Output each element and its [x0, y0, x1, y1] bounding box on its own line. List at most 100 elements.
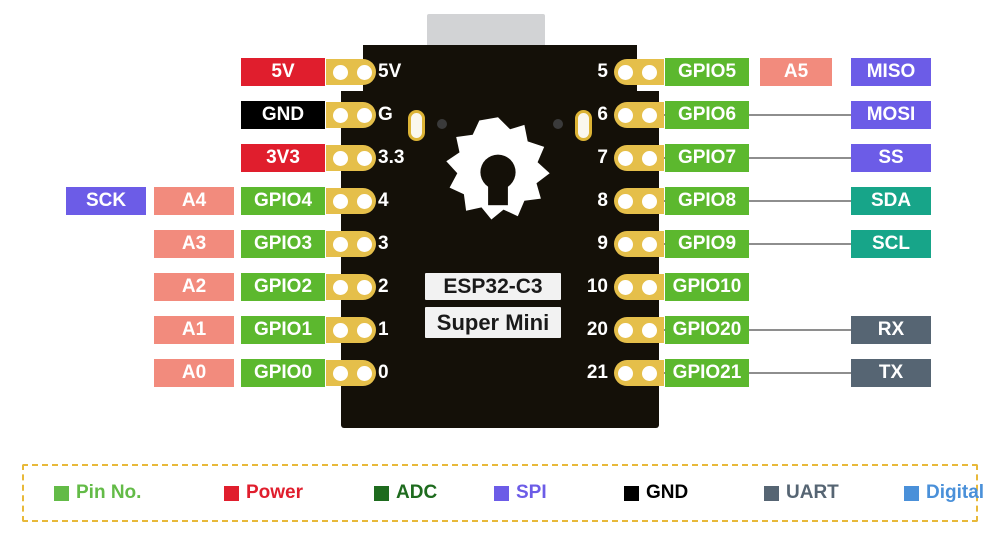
board-name-line2: Super Mini [425, 307, 561, 338]
adc-label-A5[interactable]: A5 [760, 58, 832, 86]
pin-label-GPIO10[interactable]: GPIO10 [665, 273, 749, 301]
pin-label-3V3[interactable]: 3V3 [241, 144, 325, 172]
legend-item-adc: ADC [374, 482, 437, 504]
legend-label: Power [246, 482, 304, 503]
pin-label-GPIO7[interactable]: GPIO7 [665, 144, 749, 172]
legend-swatch-icon [224, 485, 239, 501]
pin-label-GPIO1[interactable]: GPIO1 [241, 316, 325, 344]
pin-number-10: 10 [586, 276, 608, 297]
pin-pad-right-9 [614, 231, 664, 257]
pinout-diagram: ESP32-C3 Super Mini 5V 5V G GND 3.3 3V3 4 GPIO4… [66, 14, 931, 428]
pin-number-9: 9 [597, 233, 608, 254]
alt-label-RX[interactable]: RX [851, 316, 931, 344]
pin-label-GPIO5[interactable]: GPIO5 [665, 58, 749, 86]
legend-label: ADC [396, 482, 438, 503]
pin-label-GPIO9[interactable]: GPIO9 [665, 230, 749, 258]
pin-label-GPIO6[interactable]: GPIO6 [665, 101, 749, 129]
connector-stub-21 [664, 372, 665, 374]
pin-pad-right-20 [614, 317, 664, 343]
connector-line-TX [749, 372, 851, 374]
alt-label-SCL[interactable]: SCL [851, 230, 931, 258]
mounting-hole-right [575, 110, 592, 141]
pin-pad-right-10 [614, 274, 664, 300]
legend-swatch-icon [764, 485, 779, 501]
pin-number-5: 5 [597, 61, 608, 82]
legend-swatch-icon [904, 485, 919, 501]
legend-swatch-icon [494, 485, 509, 501]
pin-number-8: 8 [597, 190, 608, 211]
alt-label-SCK[interactable]: SCK [66, 187, 146, 215]
pin-number-7: 7 [597, 147, 608, 168]
connector-stub-6 [664, 114, 665, 116]
legend-swatch-icon [54, 485, 69, 501]
adc-label-A3[interactable]: A3 [154, 230, 234, 258]
connector-line-SDA [749, 200, 851, 202]
pin-pad-left-0 [326, 360, 376, 386]
adc-label-A1[interactable]: A1 [154, 316, 234, 344]
connector-stub-8 [664, 200, 665, 202]
legend-swatch-icon [624, 485, 639, 501]
pin-number-G: G [378, 104, 393, 125]
pin-pad-left-2 [326, 274, 376, 300]
legend-label: Pin No. [76, 482, 142, 503]
pin-number-20: 20 [586, 319, 608, 340]
legend-item-power: Power [224, 482, 303, 504]
connector-line-MOSI [749, 114, 851, 116]
legend-label: Digital [926, 482, 985, 503]
pin-pad-left-5V [326, 59, 376, 85]
pin-pad-right-6 [614, 102, 664, 128]
adc-label-A0[interactable]: A0 [154, 359, 234, 387]
pin-pad-right-8 [614, 188, 664, 214]
pin-number-2: 2 [378, 276, 389, 297]
connector-line-SCL [749, 243, 851, 245]
pin-label-GPIO20[interactable]: GPIO20 [665, 316, 749, 344]
pin-label-GPIO8[interactable]: GPIO8 [665, 187, 749, 215]
legend-item-pin-no: Pin No. [54, 482, 141, 504]
legend-item-gnd: GND [624, 482, 688, 504]
alt-label-MOSI[interactable]: MOSI [851, 101, 931, 129]
pin-label-GPIO3[interactable]: GPIO3 [241, 230, 325, 258]
pin-number-3: 3 [378, 233, 389, 254]
pin-label-5V[interactable]: 5V [241, 58, 325, 86]
usb-c-connector-icon [427, 14, 545, 48]
board-name-line1: ESP32-C3 [425, 273, 561, 300]
pin-number-4: 4 [378, 190, 389, 211]
pin-number-6: 6 [597, 104, 608, 125]
pin-pad-left-G [326, 102, 376, 128]
pin-number-21: 21 [586, 362, 608, 383]
pin-number-1: 1 [378, 319, 389, 340]
legend-label: SPI [516, 482, 547, 503]
legend-swatch-icon [374, 485, 389, 501]
pin-pad-right-5 [614, 59, 664, 85]
connector-line-RX [749, 329, 851, 331]
pin-pad-left-3.3 [326, 145, 376, 171]
legend-item-spi: SPI [494, 482, 547, 504]
pin-label-GND[interactable]: GND [241, 101, 325, 129]
pin-label-GPIO4[interactable]: GPIO4 [241, 187, 325, 215]
connector-stub-20 [664, 329, 665, 331]
alt-label-SDA[interactable]: SDA [851, 187, 931, 215]
alt-label-SS[interactable]: SS [851, 144, 931, 172]
pin-number-0: 0 [378, 362, 389, 383]
alt-label-TX[interactable]: TX [851, 359, 931, 387]
pin-pad-right-7 [614, 145, 664, 171]
connector-stub-7 [664, 157, 665, 159]
mounting-hole-left [408, 110, 425, 141]
pin-label-GPIO0[interactable]: GPIO0 [241, 359, 325, 387]
adc-label-A2[interactable]: A2 [154, 273, 234, 301]
adc-label-A4[interactable]: A4 [154, 187, 234, 215]
pin-number-3.3: 3.3 [378, 147, 405, 168]
alt-label-MISO[interactable]: MISO [851, 58, 931, 86]
legend-label: GND [646, 482, 689, 503]
legend-item-uart: UART [764, 482, 839, 504]
pin-pad-right-21 [614, 360, 664, 386]
via-right [553, 119, 563, 129]
esp32-c3-board [341, 45, 659, 428]
legend-item-digital: Digital [904, 482, 984, 504]
pin-pad-left-1 [326, 317, 376, 343]
pin-pad-left-4 [326, 188, 376, 214]
pin-label-GPIO21[interactable]: GPIO21 [665, 359, 749, 387]
gear-logo-icon [446, 117, 550, 220]
pin-number-5V: 5V [378, 61, 402, 82]
pin-label-GPIO2[interactable]: GPIO2 [241, 273, 325, 301]
